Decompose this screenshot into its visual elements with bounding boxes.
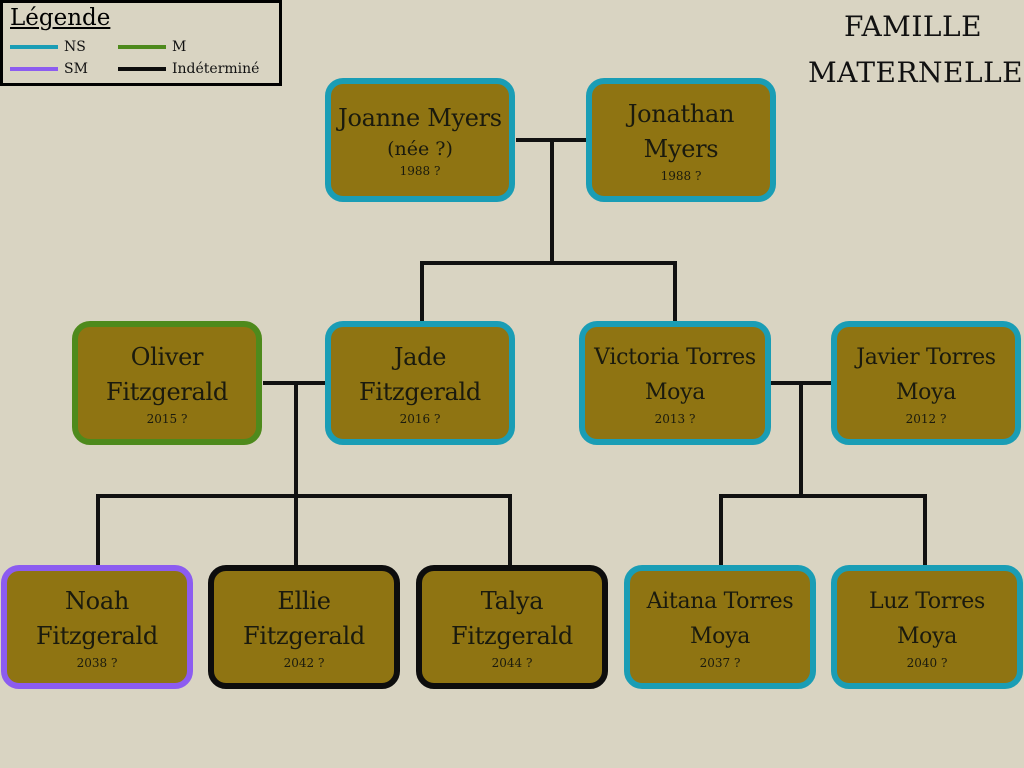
legend-label-sm: SM xyxy=(64,61,88,77)
person-year: 2037 ? xyxy=(699,655,741,670)
person-card-javier-torres-moya: Javier Torres Moya 2012 ? xyxy=(831,321,1021,445)
person-year: 2038 ? xyxy=(76,655,118,670)
person-card-jade-fitzgerald: Jade Fitzgerald 2016 ? xyxy=(325,321,515,445)
page-title: FAMILLE MATERNELLE xyxy=(808,4,1024,96)
person-card-joanne-myers: Joanne Myers (née ?) 1988 ? xyxy=(325,78,515,202)
person-card-oliver-fitzgerald: Oliver Fitzgerald 2015 ? xyxy=(72,321,262,445)
person-card-victoria-torres-moya: Victoria Torres Moya 2013 ? xyxy=(579,321,771,445)
legend-label-ns: NS xyxy=(64,39,86,55)
legend-item-m: M xyxy=(118,39,186,55)
person-name: Aitana Torres Moya xyxy=(646,588,794,649)
person-year: 2042 ? xyxy=(283,655,325,670)
person-year: 2013 ? xyxy=(654,411,696,426)
person-card-talya-fitzgerald: Talya Fitzgerald 2044 ? xyxy=(416,565,608,689)
person-birth-note: (née ?) xyxy=(387,138,453,160)
person-year: 2012 ? xyxy=(905,411,947,426)
legend-label-m: M xyxy=(172,39,187,55)
legend-swatch-ns xyxy=(10,45,58,49)
page-title-line2: MATERNELLE xyxy=(808,56,1024,89)
legend-swatch-sm xyxy=(10,67,58,71)
person-name: Luz Torres Moya xyxy=(869,588,985,649)
person-year: 1988 ? xyxy=(399,164,441,178)
person-card-noah-fitzgerald: Noah Fitzgerald 2038 ? xyxy=(1,565,193,689)
person-year: 2040 ? xyxy=(906,655,948,670)
legend-swatch-m xyxy=(118,45,166,49)
legend-label-indetermine: Indéterminé xyxy=(172,61,260,77)
person-name: Joanne Myers xyxy=(338,104,502,132)
legend-title: Légende xyxy=(10,5,111,31)
person-card-luz-torres-moya: Luz Torres Moya 2040 ? xyxy=(831,565,1023,689)
person-name: Oliver Fitzgerald xyxy=(105,342,228,406)
legend: Légende NS M SM Indéterminé xyxy=(0,0,282,86)
person-year: 2044 ? xyxy=(491,655,533,670)
person-card-ellie-fitzgerald: Ellie Fitzgerald 2042 ? xyxy=(208,565,400,689)
legend-item-ns: NS xyxy=(10,39,86,55)
person-name: Noah Fitzgerald xyxy=(35,586,158,650)
person-year: 2015 ? xyxy=(146,411,188,426)
page-title-line1: FAMILLE xyxy=(843,10,983,43)
legend-item-sm: SM xyxy=(10,61,88,77)
person-card-aitana-torres-moya: Aitana Torres Moya 2037 ? xyxy=(624,565,816,689)
person-name: Jonathan Myers xyxy=(627,99,735,163)
person-card-jonathan-myers: Jonathan Myers 1988 ? xyxy=(586,78,776,202)
person-name: Javier Torres Moya xyxy=(856,344,996,405)
person-name: Ellie Fitzgerald xyxy=(242,586,365,650)
person-year: 1988 ? xyxy=(660,168,702,183)
legend-swatch-indetermine xyxy=(118,67,166,71)
person-year: 2016 ? xyxy=(399,411,441,426)
legend-item-indetermine: Indéterminé xyxy=(118,61,259,77)
person-name: Jade Fitzgerald xyxy=(358,342,481,406)
person-name: Victoria Torres Moya xyxy=(594,344,756,405)
person-name: Talya Fitzgerald xyxy=(450,586,573,650)
